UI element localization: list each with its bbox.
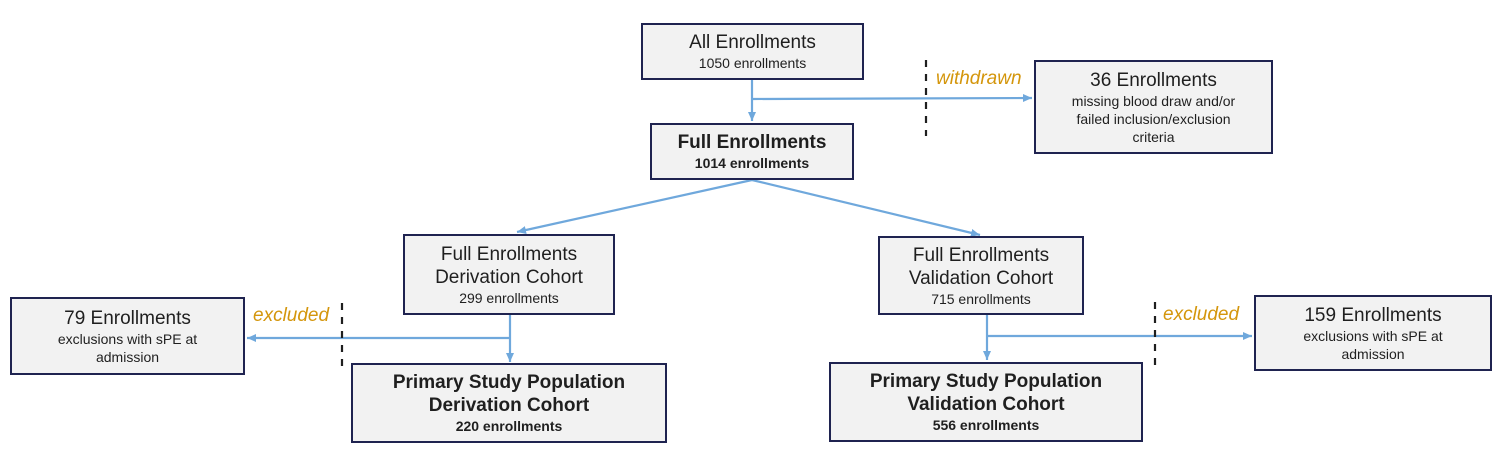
arrow-full-to-derivation <box>516 178 753 234</box>
node-description: missing blood draw and/or failed inclusi… <box>1071 92 1236 145</box>
node-primary-validation: Primary Study Population Validation Coho… <box>829 362 1143 442</box>
node-withdrawn-enrollments: 36 Enrollments missing blood draw and/or… <box>1034 60 1273 154</box>
node-description: exclusions with sPE at admission <box>57 330 198 365</box>
excluded-left-label: excluded <box>253 305 330 326</box>
node-title: Full Enrollments <box>677 132 827 153</box>
node-full-enrollments: Full Enrollments 1014 enrollments <box>650 123 854 180</box>
node-count: 1014 enrollments <box>694 155 810 171</box>
node-title: All Enrollments <box>689 32 816 53</box>
arrow-to-withdrawn <box>751 94 1033 103</box>
node-count: 220 enrollments <box>455 418 563 434</box>
node-excluded-left: 79 Enrollments exclusions with sPE at ad… <box>10 297 245 375</box>
node-title-line2: Derivation Cohort <box>435 266 583 288</box>
node-title-line1: Full Enrollments <box>912 244 1050 266</box>
arrow-full-to-validation <box>751 178 981 237</box>
excluded-right-label: excluded <box>1163 304 1240 325</box>
node-validation-cohort: Full Enrollments Validation Cohort 715 e… <box>878 236 1084 315</box>
node-excluded-right: 159 Enrollments exclusions with sPE at a… <box>1254 295 1492 371</box>
node-title-line2: Derivation Cohort <box>428 395 590 416</box>
node-title: 79 Enrollments <box>64 307 191 329</box>
node-description: exclusions with sPE at admission <box>1303 327 1443 362</box>
node-all-enrollments: All Enrollments 1050 enrollments <box>641 23 864 80</box>
node-primary-derivation: Primary Study Population Derivation Coho… <box>351 363 667 443</box>
node-count: 715 enrollments <box>931 290 1031 307</box>
node-count: 299 enrollments <box>459 289 559 306</box>
node-count: 1050 enrollments <box>698 55 807 71</box>
node-count: 556 enrollments <box>932 417 1040 433</box>
node-title: 159 Enrollments <box>1304 304 1442 326</box>
node-title-line1: Primary Study Population <box>392 372 626 393</box>
node-derivation-cohort: Full Enrollments Derivation Cohort 299 e… <box>403 234 615 315</box>
node-title-line1: Full Enrollments <box>440 243 578 265</box>
node-title-line1: Primary Study Population <box>869 371 1103 392</box>
node-title-line2: Validation Cohort <box>907 394 1065 415</box>
node-title-line2: Validation Cohort <box>908 267 1054 289</box>
node-title: 36 Enrollments <box>1090 69 1217 91</box>
withdrawn-label: withdrawn <box>936 68 1022 89</box>
